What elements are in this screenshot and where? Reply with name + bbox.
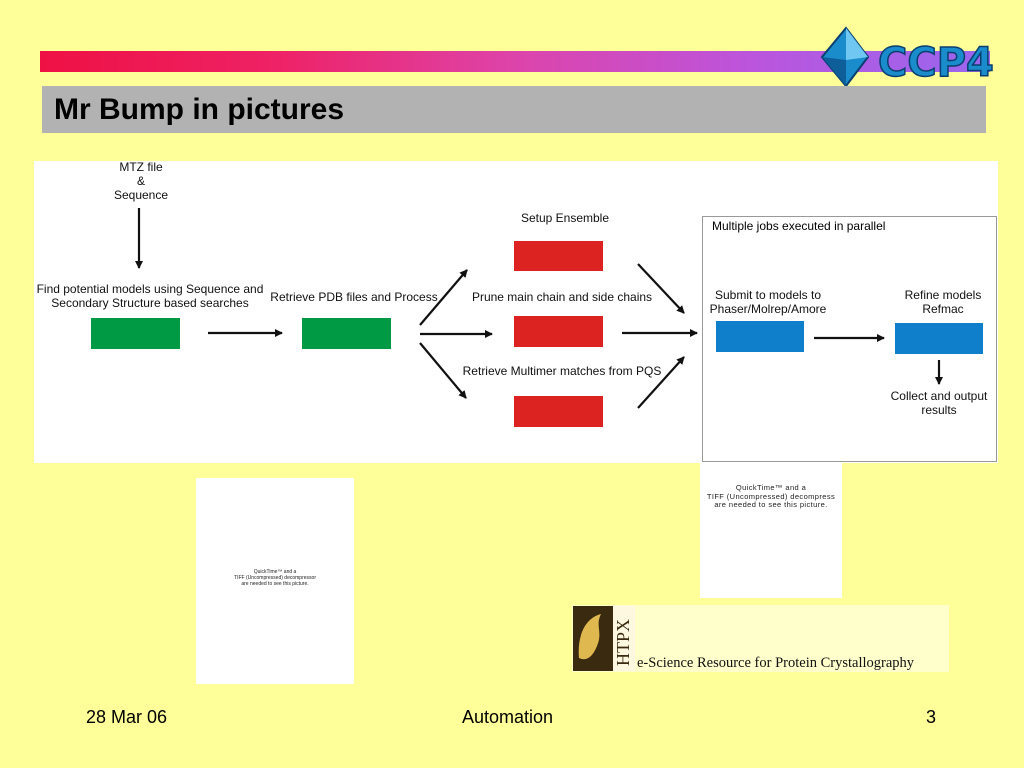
refine-line-2: Refmac (922, 302, 964, 316)
find-models-line-2: Secondary Structure based searches (51, 296, 249, 310)
htpx-tagline: e-Science Resource for Protein Crystallo… (637, 655, 915, 671)
collect-line-2: results (921, 403, 957, 417)
prune-chains-label: Prune main chain and side chains (471, 290, 653, 304)
slide-title: Mr Bump in pictures (54, 93, 345, 126)
setup-ensemble-box (514, 241, 603, 271)
qt-right-line-1: QuickTime™ and a (735, 483, 807, 492)
setup-ensemble-label: Setup Ensemble (520, 211, 610, 225)
find-models-label: Find potential models using Sequence and… (31, 282, 269, 310)
quicktime-placeholder-left: QuickTime™ and a TIFF (Uncompressed) dec… (196, 478, 354, 684)
submit-line-2: Phaser/Molrep/Amore (709, 302, 827, 316)
find-models-box (91, 318, 180, 349)
submit-models-label: Submit to models to Phaser/Molrep/Amore (700, 288, 836, 316)
refine-models-box (895, 323, 983, 354)
submit-models-box (716, 321, 804, 352)
arrow-multimer-to-submit (637, 356, 685, 409)
refine-line-1: Refine models (904, 288, 982, 302)
arrow-ensemble-to-submit (637, 263, 685, 314)
prune-chains-box (514, 316, 603, 347)
ccp4-logo: CCP4 (818, 26, 995, 88)
arrow-to-multimer (419, 342, 467, 399)
qt-left-line-2: TIFF (Uncompressed) decompressor (234, 574, 316, 581)
quicktime-placeholder-right: QuickTime™ and a TIFF (Uncompressed) dec… (700, 462, 842, 598)
submit-line-1: Submit to models to (714, 288, 822, 302)
qt-right-line-2: TIFF (Uncompressed) decompress (706, 491, 836, 501)
qt-right-line-3: are needed to see this picture. (714, 500, 828, 510)
collect-results-label: Collect and output results (880, 389, 998, 417)
footer-topic: Automation (462, 707, 554, 727)
qt-left-line-3: are needed to see this picture. (241, 580, 309, 587)
htpx-logo-text: HTPX (613, 619, 633, 666)
find-models-line-1: Find potential models using Sequence and (36, 282, 264, 296)
ampersand-text: & (136, 174, 145, 188)
footer-date: 28 Mar 06 (86, 707, 168, 727)
collect-line-1: Collect and output (890, 389, 988, 403)
sequence-text: Sequence (113, 188, 169, 202)
quicktime-placeholder-right-text: QuickTime™ and a TIFF (Uncompressed) dec… (700, 483, 842, 510)
mtz-file-text: MTZ file (119, 160, 163, 174)
quicktime-placeholder-left-text: QuickTime™ and a TIFF (Uncompressed) dec… (196, 569, 354, 587)
arrow-to-setup-ensemble (419, 269, 468, 326)
parallel-jobs-label: Multiple jobs executed in parallel (712, 219, 886, 233)
retrieve-pdb-label: Retrieve PDB files and Process (270, 290, 438, 304)
retrieve-pdb-box (302, 318, 391, 349)
ccp4-logo-text: CCP4 (878, 40, 994, 86)
footer-page-number: 3 (926, 707, 937, 727)
htpx-logo: HTPX (573, 606, 635, 671)
qt-left-line-1: QuickTime™ and a (253, 569, 297, 575)
retrieve-multimer-box (514, 396, 603, 427)
retrieve-multimer-label: Retrieve Multimer matches from PQS (462, 364, 662, 378)
refine-models-label: Refine models Refmac (888, 288, 998, 316)
header-gradient-bar (40, 51, 990, 72)
mtz-file-label: MTZ file & Sequence (111, 160, 171, 202)
title-band (42, 86, 986, 133)
